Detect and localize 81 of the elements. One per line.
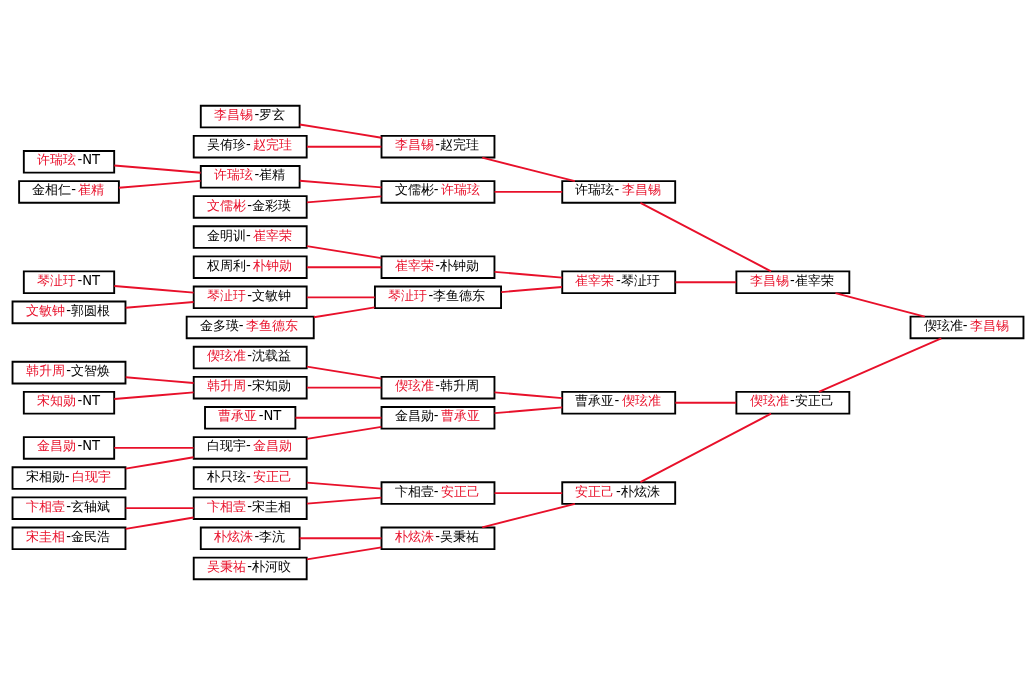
node-box: 朴只玹-安正己 [192, 466, 308, 490]
connector [124, 507, 195, 510]
connector [493, 270, 564, 279]
connector [306, 386, 383, 389]
node-box: 朴炫洙-吴秉祐 [380, 526, 496, 551]
connector [312, 306, 376, 319]
node-box: 崔宰荣-朴钟勋 [380, 255, 496, 279]
node-box: 金昌勋-曹承亚 [380, 406, 496, 430]
node-box: 金相仁-崔精 [18, 180, 120, 204]
connector [113, 285, 195, 294]
node-box: 文儒彬-许瑞玹 [380, 180, 496, 204]
node-box: 曹承亚-NT [204, 406, 297, 430]
node-box: 偰玹准-韩升周 [380, 375, 496, 400]
node-box: 文敏钟-郭圆根 [11, 300, 127, 325]
node-box: 李昌锡-崔宰荣 [735, 270, 851, 294]
connector [481, 156, 576, 182]
node-box: 偰玹准-沈载益 [192, 345, 308, 370]
connector [493, 190, 564, 193]
connector [306, 296, 376, 299]
connector [834, 292, 926, 318]
connector [113, 164, 202, 174]
connector [817, 337, 943, 393]
node-box: 许瑞玹-NT [22, 150, 116, 174]
node-box: 朴炫洙-李沆 [199, 526, 301, 551]
connector [124, 376, 195, 384]
node-box: 宋知勋-NT [22, 391, 116, 415]
connector [124, 301, 195, 309]
connector [298, 179, 383, 189]
connector [306, 496, 383, 505]
connector [481, 503, 576, 529]
connector [639, 412, 772, 484]
node-box: 金昌勋-NT [22, 436, 116, 460]
connector [294, 416, 383, 419]
connector [306, 425, 383, 440]
node-box: 吴侑珍-赵完珪 [192, 134, 308, 159]
connector [674, 401, 738, 404]
node-box: 卞相壹-安正己 [380, 481, 496, 505]
connector [500, 286, 563, 293]
connector [639, 201, 772, 273]
node-box: 宋相勋-白现宇 [11, 466, 127, 490]
node-box: 曹承亚-偰玹准 [561, 391, 677, 415]
node-box: 金多瑛-李鱼德东 [185, 315, 315, 340]
node-box: 许瑞玹-崔精 [199, 165, 301, 189]
connector [493, 406, 564, 415]
node-box: 崔宰荣-琴沚玗 [561, 270, 677, 294]
connector [306, 245, 383, 260]
node-box: 卞相壹-玄轴斌 [11, 496, 127, 520]
node-box: 文儒彬-金彩瑛 [192, 195, 308, 219]
connector [298, 537, 383, 540]
connector [493, 391, 564, 399]
connector [306, 365, 383, 380]
connector [298, 123, 383, 139]
connector [306, 195, 383, 204]
node-box: 韩升周-文智焕 [11, 360, 127, 385]
node-box: 宋圭相-金民浩 [11, 526, 127, 551]
node-box: 韩升周-宋知勋 [192, 375, 308, 400]
node-box: 许瑞玹-李昌锡 [561, 180, 677, 204]
connector [306, 546, 383, 561]
connector [674, 281, 738, 284]
node-box: 琴沚玗-NT [22, 270, 116, 294]
connector [113, 391, 195, 400]
node-box: 琴沚玗-李鱼德东 [374, 285, 502, 310]
node-box: 权周利-朴钟勋 [192, 255, 308, 279]
node-box: 白现宇-金昌勋 [192, 436, 308, 460]
connector [124, 516, 195, 530]
node-box: 卞相壹-宋圭相 [192, 496, 308, 520]
node-box: 偰玹准-安正己 [735, 391, 851, 415]
node-box: 偰玹准-李昌锡 [909, 315, 1025, 340]
connector [306, 145, 383, 148]
node-box: 安正己-朴炫洙 [561, 481, 677, 505]
node-box: 李昌锡-罗玄 [199, 104, 301, 129]
connector [306, 266, 383, 269]
connector [306, 481, 383, 490]
node-box: 李昌锡-赵完珪 [380, 134, 496, 159]
node-box: 吴秉祐-朴河旼 [192, 556, 308, 581]
node-box: 琴沚玗-文敏钟 [192, 285, 308, 310]
connector [124, 456, 195, 470]
connector [493, 492, 564, 495]
connector [118, 180, 202, 189]
connector [113, 447, 195, 449]
node-box: 金明训-崔宰荣 [192, 225, 308, 249]
